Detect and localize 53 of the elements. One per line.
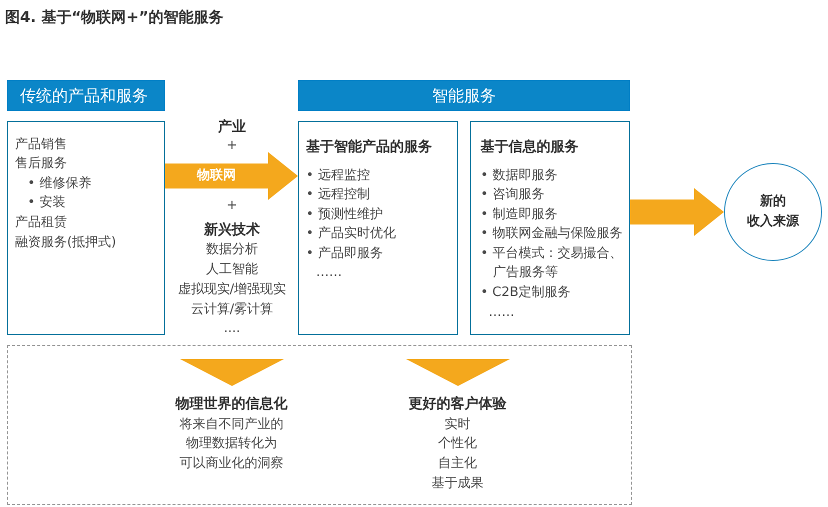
chevron-arrow [406, 358, 510, 386]
list-item: • 产品即服务 [306, 244, 383, 263]
list-item: • 物联网金融与保险服务 [480, 225, 622, 244]
content-panel [7, 121, 165, 335]
plus-sign: + [226, 137, 238, 155]
ellipsis-text: .... [224, 320, 240, 338]
header-text: 智能服务 [432, 86, 496, 106]
circle-text: 新的收入来源 [747, 192, 799, 231]
box-heading: 更好的客户体验 [408, 394, 506, 414]
block-arrow [165, 152, 298, 200]
figure-title: 图4. 基于“物联网+”的智能服务 [5, 7, 224, 27]
list-item: • 安装 [28, 194, 66, 212]
list-item: 数据分析 [206, 241, 258, 259]
list-item: 基于成果 [432, 474, 484, 493]
list-item: 实时 [444, 416, 470, 434]
term-label: 产业 [218, 118, 246, 137]
circle-shape [724, 163, 822, 261]
list-item: 产品销售 [15, 136, 67, 154]
list-item: • 远程控制 [306, 186, 370, 204]
content-panel [470, 121, 630, 335]
box-heading: 物理世界的信息化 [176, 394, 288, 414]
list-item: • 维修保养 [28, 174, 92, 193]
box-heading: 基于信息的服务 [480, 138, 578, 156]
list-item: • 平台模式：交易撮合、广告服务等 [480, 244, 624, 282]
list-item: • 数据即服务 [480, 166, 558, 184]
list-item: • 预测性维护 [306, 206, 383, 224]
column-heading: 新兴技术 [204, 220, 260, 240]
list-item: 个性化 [438, 435, 477, 454]
list-item: • 咨询服务 [480, 186, 544, 204]
body-text: 将来自不同产业的物理数据转化为可以商业化的洞察 [180, 416, 284, 474]
header-band [7, 80, 165, 111]
chevron-arrow [180, 358, 284, 386]
box-heading: 基于智能产品的服务 [306, 138, 432, 156]
list-item: • C2B定制服务 [480, 284, 571, 302]
ellipsis-text: …… [316, 264, 342, 282]
list-item: 产品租赁 [15, 214, 67, 232]
list-item: 融资服务(抵押式) [15, 234, 116, 252]
list-item: 售后服务 [15, 155, 67, 174]
dashed-panel [7, 345, 632, 505]
edge-label: 物联网 [197, 167, 236, 185]
list-item: • 产品实时优化 [306, 225, 396, 244]
list-item: 云计算/雾计算 [190, 301, 274, 319]
list-item: 自主化 [438, 455, 477, 474]
header-text: 传统的产品和服务 [20, 86, 148, 106]
list-item: • 远程监控 [306, 166, 370, 184]
plus-sign: + [226, 197, 238, 215]
block-arrow [630, 188, 724, 236]
list-item: 虚拟现实/增强现实 [178, 281, 286, 299]
header-band [298, 80, 630, 111]
list-item: • 制造即服务 [480, 206, 558, 224]
ellipsis-text: …… [488, 304, 514, 322]
content-panel [298, 121, 458, 335]
list-item: 人工智能 [206, 261, 258, 279]
